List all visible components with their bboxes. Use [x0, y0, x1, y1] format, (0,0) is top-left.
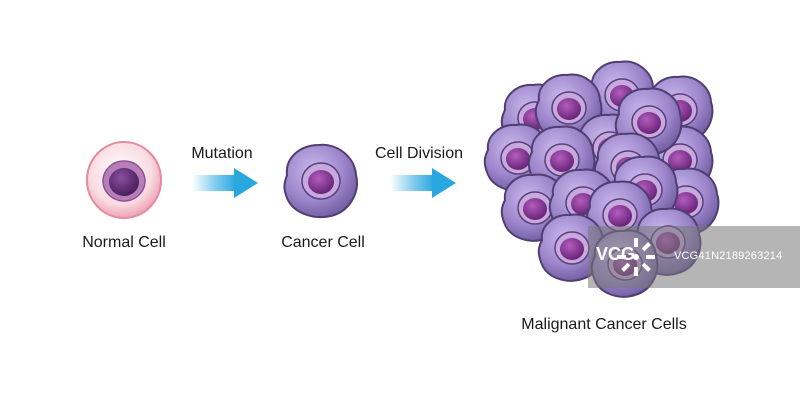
watermark-logo: VCG	[596, 244, 636, 264]
normal-cell	[86, 141, 162, 219]
mutation-arrow	[192, 168, 258, 198]
cancer-cell-label: Cancer Cell	[281, 234, 365, 251]
watermark-banner: VCG VCG41N2189263214	[588, 226, 800, 288]
watermark-id: VCG41N2189263214	[674, 250, 783, 262]
normal-cell-label: Normal Cell	[82, 234, 166, 251]
cell-division-arrow	[390, 168, 456, 198]
cancer-cell	[283, 143, 358, 218]
watermark-burst-icon	[617, 238, 655, 276]
cell-division-label: Cell Division	[374, 145, 464, 162]
malignant-cells-label: Malignant Cancer Cells	[521, 316, 687, 333]
mutation-label: Mutation	[191, 145, 253, 162]
